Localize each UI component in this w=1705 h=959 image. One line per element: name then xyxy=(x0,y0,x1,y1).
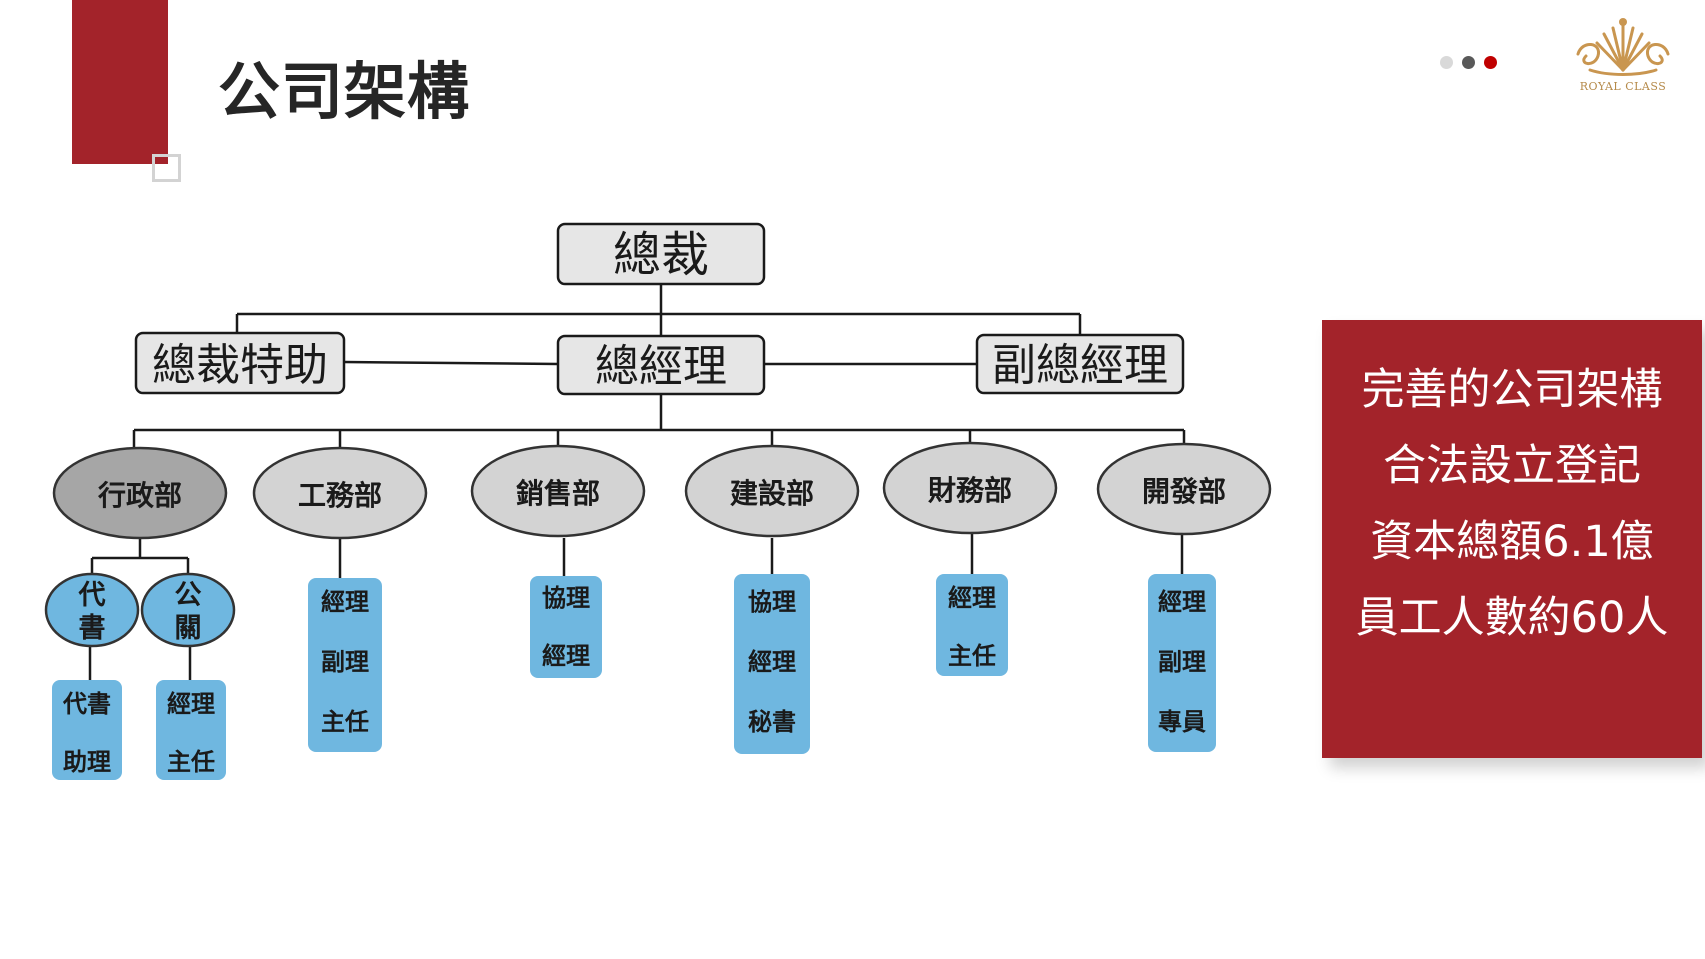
role-label: 主任 xyxy=(167,748,215,776)
royal-class-logo: ROYAL CLASS xyxy=(1568,10,1678,100)
roles-construction: 協理 經理 秘書 xyxy=(734,574,810,754)
dept-finance: 財務部 xyxy=(882,441,1058,535)
org-node-president: 總裁 xyxy=(556,222,766,286)
slide-dot-3[interactable] xyxy=(1484,56,1497,69)
role-label: 經理 xyxy=(167,690,215,718)
role-label: 經理 xyxy=(948,584,996,612)
org-node-label: 副總經理 xyxy=(992,340,1168,391)
org-node-label: 總裁特助 xyxy=(152,340,328,391)
dept-development: 開發部 xyxy=(1096,442,1272,536)
dept-label: 工務部 xyxy=(298,479,382,512)
info-line-structure: 完善的公司架構 xyxy=(1361,365,1663,415)
org-node-assistant: 總裁特助 xyxy=(134,331,346,395)
header-accent-bar xyxy=(72,0,168,164)
dept-admin: 行政部 xyxy=(52,446,228,540)
subunit-pr: 公 關 xyxy=(140,572,236,648)
roles-finance: 經理 主任 xyxy=(936,574,1008,676)
dept-engineering: 工務部 xyxy=(252,446,428,540)
roles-development: 經理 副理 專員 xyxy=(1148,574,1216,752)
dept-label: 開發部 xyxy=(1142,475,1226,508)
role-label: 助理 xyxy=(63,748,111,776)
role-label: 秘書 xyxy=(748,708,796,736)
role-label: 經理 xyxy=(321,588,369,616)
org-node-deputy-gm: 副總經理 xyxy=(975,333,1185,395)
dept-label: 行政部 xyxy=(97,479,182,512)
subunit-label: 書 xyxy=(79,613,106,644)
slide-dot-2[interactable] xyxy=(1462,56,1475,69)
dept-construction: 建設部 xyxy=(684,444,860,538)
role-label: 主任 xyxy=(321,708,369,736)
subunit-label: 關 xyxy=(175,613,202,644)
company-info-panel: 完善的公司架構 合法設立登記 資本總額6.1億 員工人數約60人 xyxy=(1322,320,1702,758)
crown-fan-icon xyxy=(1576,18,1670,76)
page-title: 公司架構 xyxy=(218,55,471,128)
subunit-label: 代 xyxy=(78,580,106,611)
org-connectors xyxy=(88,284,1186,680)
org-node-general-manager: 總經理 xyxy=(556,334,766,396)
subunit-notary: 代 書 xyxy=(44,572,140,648)
slide-dot-1[interactable] xyxy=(1440,56,1453,69)
role-label: 副理 xyxy=(321,648,369,676)
role-label: 代書 xyxy=(62,690,111,718)
dept-label: 銷售部 xyxy=(516,477,600,510)
org-chart: 總裁 總裁特助 總經理 副總經理 行政部 工務部 銷售部 建設部 財務部 開發部… xyxy=(44,222,1272,780)
dept-label: 財務部 xyxy=(928,474,1012,507)
role-label: 協理 xyxy=(748,588,796,616)
role-label: 副理 xyxy=(1158,648,1206,676)
info-line-capital: 資本總額6.1億 xyxy=(1370,517,1654,567)
role-label: 主任 xyxy=(948,642,996,670)
org-node-label: 總經理 xyxy=(595,341,727,392)
roles-notary: 代書 助理 xyxy=(52,680,122,780)
decorative-square-icon xyxy=(152,154,181,182)
role-label: 協理 xyxy=(542,584,590,612)
roles-engineering: 經理 副理 主任 xyxy=(308,578,382,752)
role-label: 專員 xyxy=(1158,708,1206,736)
info-line-registration: 合法設立登記 xyxy=(1383,441,1641,491)
roles-pr: 經理 主任 xyxy=(156,680,226,780)
info-line-employees: 員工人數約60人 xyxy=(1355,593,1669,643)
subunit-label: 公 xyxy=(175,580,202,611)
dept-label: 建設部 xyxy=(730,477,814,510)
role-label: 經理 xyxy=(1158,588,1206,616)
dept-sales: 銷售部 xyxy=(470,444,646,538)
org-node-label: 總裁 xyxy=(613,227,709,283)
role-label: 經理 xyxy=(542,642,590,670)
role-label: 經理 xyxy=(748,648,796,676)
logo-text: ROYAL CLASS xyxy=(1579,80,1667,93)
roles-sales: 協理 經理 xyxy=(530,576,602,678)
